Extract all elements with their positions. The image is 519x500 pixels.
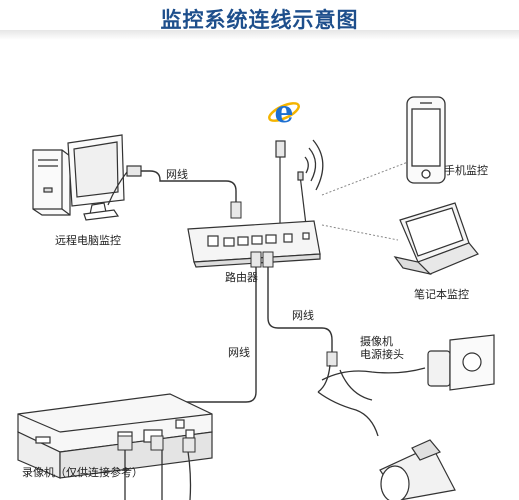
ie-browser-icon: e [268, 95, 300, 130]
label-remote-pc: 远程电脑监控 [55, 234, 121, 247]
camera-wiring [317, 364, 426, 437]
wifi-signal-icon [304, 139, 324, 191]
label-camera-power-2: 电源接头 [360, 348, 404, 361]
remote-pc [32, 134, 142, 221]
label-wire-top: 网线 [166, 168, 188, 181]
label-laptop: 笔记本监控 [414, 288, 469, 301]
router [187, 220, 321, 268]
label-recorder: 录像机（仅供连接参考） [22, 466, 143, 479]
camera-net-plug [326, 351, 338, 367]
pc-to-router-cable [141, 170, 237, 205]
label-phone: 手机监控 [444, 164, 488, 177]
laptop [393, 202, 479, 276]
diagram-title: 监控系统连线示意图 [160, 8, 359, 32]
wall-socket [449, 334, 495, 391]
remote-pc-cable [107, 171, 128, 206]
phone [406, 96, 446, 184]
svg-text:e: e [274, 95, 293, 130]
router-plug-1 [230, 201, 242, 219]
antenna-cable [275, 140, 307, 226]
label-wire-left: 网线 [228, 346, 250, 359]
router-plug-2 [262, 251, 274, 268]
label-camera-power-1: 摄像机 [360, 335, 393, 348]
router-to-camera-cable [267, 260, 333, 360]
recorder-plug-2 [150, 435, 164, 451]
camera [379, 439, 456, 500]
wireless-link-laptop [321, 224, 399, 241]
label-router: 路由器 [225, 271, 258, 284]
label-wire-mid: 网线 [292, 309, 314, 322]
recorder-plug-3 [182, 437, 196, 453]
recorder-plug-1 [117, 435, 133, 451]
header-shade [0, 30, 519, 40]
wireless-link-phone [321, 161, 409, 196]
router-plug-3 [250, 251, 262, 268]
